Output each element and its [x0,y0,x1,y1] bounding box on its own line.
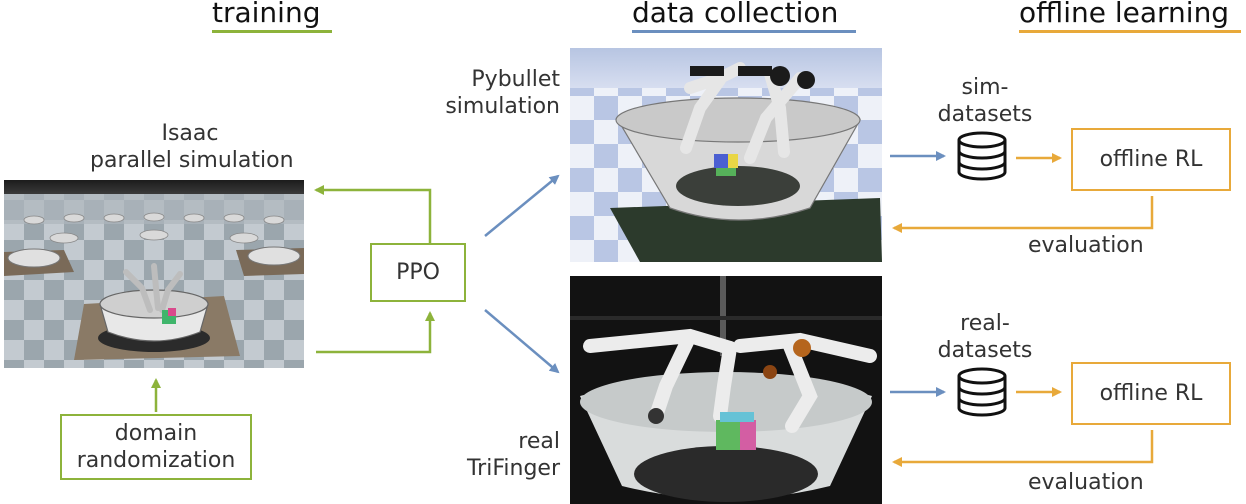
arrow-offline-evaluation-bottom [892,430,1154,467]
isaac-simulation-image [4,180,304,368]
ppo-label: PPO [396,260,440,285]
offline-rl-bottom-label: offline RL [1099,381,1203,406]
pybullet-label-line1: Pybullet [471,67,560,92]
real-database-icon [955,366,1009,418]
evaluation-label-bottom: evaluation [1028,470,1144,495]
isaac-label: Isaac parallel simulation [90,120,294,174]
sim-datasets-label: sim- datasets [920,74,1050,128]
isaac-label-line2: parallel simulation [90,148,294,173]
real-trifinger-line1: real [518,429,560,454]
domain-randomization-line1: domain [114,421,198,446]
sim-database-icon [955,130,1009,182]
arrow-ppo-to-real [484,309,560,374]
isaac-label-line1: Isaac [161,121,219,146]
evaluation-label-top: evaluation [1028,233,1144,258]
real-trifinger-line2: TriFinger [466,456,560,481]
domain-randomization-line2: randomization [76,448,236,473]
sim-datasets-line1: sim- [961,75,1009,100]
offline-rl-box-bottom: offline RL [1071,362,1231,425]
heading-training: training [212,0,321,29]
arrow-ppo-to-pybullet [484,174,560,237]
ppo-box: PPO [370,243,466,302]
pybullet-label: Pybullet simulation [400,66,560,120]
heading-data-collection-underline [632,30,856,33]
heading-training-underline [212,30,332,33]
domain-randomization-box: domain randomization [60,414,252,480]
sim-datasets-line2: datasets [937,102,1033,127]
real-datasets-line2: datasets [937,338,1033,363]
real-datasets-label: real- datasets [920,310,1050,364]
arrow-ppo-to-isaac [314,185,432,243]
heading-data-collection: data collection [632,0,839,29]
pybullet-label-line2: simulation [445,94,560,119]
arrow-isaac-to-ppo [316,311,435,354]
heading-offline-learning: offline learning [1019,0,1230,29]
pybullet-simulation-image [570,48,882,262]
heading-offline-learning-underline [1019,30,1241,33]
real-trifinger-image [570,276,882,504]
real-trifinger-label: real TriFinger [400,428,560,482]
offline-rl-box-top: offline RL [1071,128,1231,191]
arrow-offline-evaluation-top [892,196,1154,233]
real-datasets-line1: real- [960,311,1010,336]
offline-rl-top-label: offline RL [1099,147,1203,172]
